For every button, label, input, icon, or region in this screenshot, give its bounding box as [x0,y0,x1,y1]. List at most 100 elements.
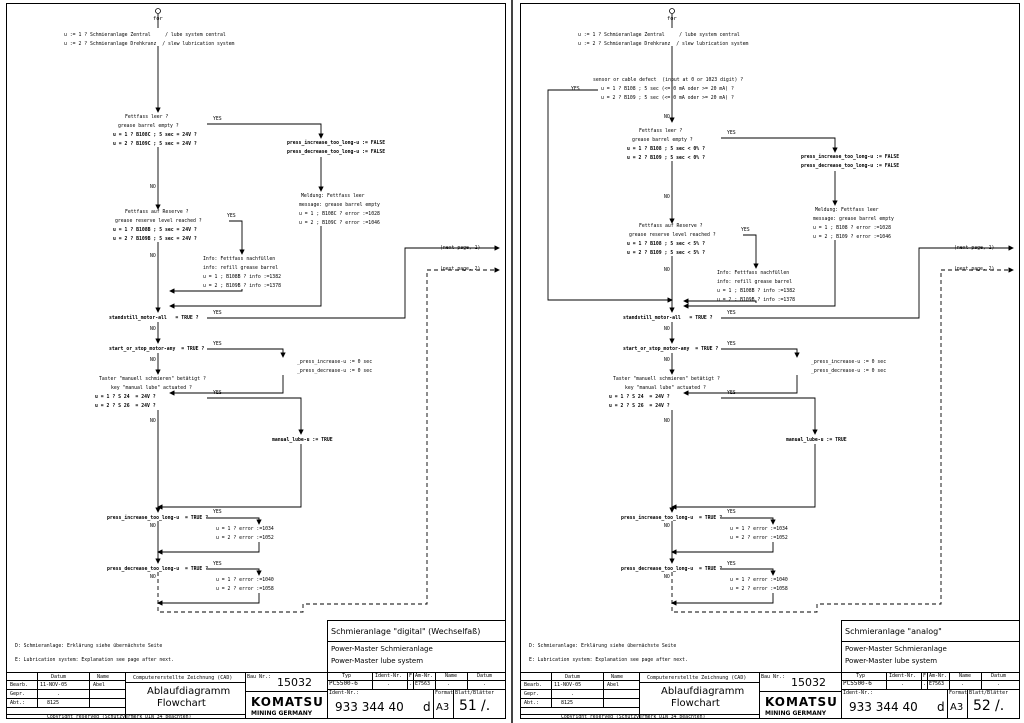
name-header: Name [97,674,110,680]
no-label: NO [664,419,670,424]
yes-label: YES [227,214,236,219]
meldung-return-line [683,240,836,309]
inc-error-1: u = 1 ? error :=1034 [730,527,788,532]
press-zero-2: _press_decrease-u := 0 sec [297,369,373,374]
drawing-title-en: Flowchart [671,698,720,709]
error-code-1: u = 1 ; B108 ? error :=1028 [813,226,891,231]
bau-label: Bau Nr.: [761,674,786,680]
reserve-condition-1: u = 1 ? B108 ; 5 sec < 5% ? [627,242,705,247]
no-label: NO [664,195,670,200]
bearb-name: Abel [93,682,106,688]
logo-text: KOMATSU [251,695,324,709]
grease-empty-question-en: grease barrel empty ? [118,124,179,129]
press-decrease-question: press_decrease_too_long-u = TRUE ? [621,567,723,572]
press-false-2: press_decrease_too_long-u := FALSE [287,150,386,155]
next-page-1-label: (next page, 1) [954,246,995,251]
start-label: for [667,16,677,22]
subtitle-en: Power-Master lube system [845,657,938,665]
loop-description-2: u := 2 ? Schmieranlage Drehkranz / slew … [64,42,235,47]
dec-error-2: u = 2 ? error :=1058 [216,587,274,592]
standstill-question: standstill_motor-all = TRUE ? [623,316,713,321]
next-page-2-line [157,267,500,613]
bau-number: 15032 [277,676,312,689]
datum-dot: . [483,681,487,687]
inc-return-line [671,542,774,555]
ident-number: 933 344 40 [849,700,918,714]
name-col-label: Name [445,673,458,679]
loop-description-2: u := 2 ? Schmieranlage Drehkranz / slew … [578,42,749,47]
amnr-value: E7563 [929,681,945,687]
note-de: D: Schmieranlage: Erklärung siehe übernä… [529,644,677,649]
flow-lines [155,8,500,613]
system-title: Schmieranlage "digital" (Wechselfaß) [331,627,481,636]
abt-value: 8125 [561,700,574,706]
standstill-yes-line [207,245,500,319]
datum-col-label: Datum [477,673,493,679]
bearb-name: Abel [607,682,620,688]
yes-label: YES [727,131,736,136]
format-value: A3 [950,702,964,713]
ident-number: 933 344 40 [335,700,404,714]
message-grease-empty-en: message: grease barrel empty [813,217,894,222]
drawing-title-en: Flowchart [157,698,206,709]
grease-empty-question-de: Fettfass leer ? [125,115,169,120]
no-label: NO [150,524,156,529]
no-label: NO [150,254,156,259]
ident-nr-label: Ident-Nr.: [843,690,874,696]
reserve-question-de: Fettfass auf Reserve ? [639,224,703,229]
sheet-number: 51 [459,698,477,714]
message-grease-empty-en: message: grease barrel empty [299,203,380,208]
format-label: Format [435,690,454,696]
drawing-title-de: Ablaufdiagramm [147,686,231,697]
note-de: D: Schmieranlage: Erklärung siehe übernä… [15,644,163,649]
no-label: NO [664,524,670,529]
komatsu-logo: KOMATSU MINING GERMANY [759,691,842,718]
loop-description-1: u := 1 ? Schmieranlage Zentral / lube sy… [578,33,740,38]
dec-error-1: u = 1 ? error :=1040 [216,578,274,583]
ident-nr-label: Ident-Nr.: [329,690,360,696]
dec-error-1: u = 1 ? error :=1040 [730,578,788,583]
yes-label: YES [213,391,222,396]
press-false-1: press_increase_too_long-u := FALSE [801,155,900,160]
no-label: NO [664,327,670,332]
sensor-defect-question: sensor or cable defect (input at 0 or 10… [593,78,744,83]
ident-label: Ident-Nr. [889,673,917,679]
datum-header: Datum [51,674,67,680]
manual-lube-question-en: key "manual lube" actuated ? [625,386,706,391]
manual-lube-question-en: key "manual lube" actuated ? [111,386,192,391]
yes-label: YES [213,311,222,316]
note-en: E: Lubrication system: Explanation see p… [529,658,688,663]
start-stop-question: start_or_stop_motor-any = TRUE ? [109,347,205,352]
no-label: NO [150,358,156,363]
next-page-1-label: (next page, 1) [440,246,481,251]
startstop-yes-line [207,348,286,358]
press-zero-2: _press_decrease-u := 0 sec [811,369,887,374]
message-grease-empty-de: Meldung: Fettfass leer [815,208,879,213]
bearb-date: 11-NOV-05 [554,682,582,688]
title-block: Datum Name Bearb. 11-NOV-05 Abel Gepr. .… [7,672,505,718]
ident-label: Ident-Nr. [375,673,403,679]
manual-return-line [157,444,302,510]
error-code-2: u = 2 ; B109 ? error :=1046 [813,235,891,240]
dec-error-2: u = 2 ? error :=1058 [730,587,788,592]
next-page-2-label: (next page, 2) [954,267,995,272]
press-increase-question: press_increase_too_long-u = TRUE ? [107,516,209,521]
sheet-number: 52 [973,698,991,714]
manual-lube-question-de: Taster "manuell schmieren" betätigt ? [613,377,720,382]
datum-header: Datum [565,674,581,680]
ident-dot: . [387,681,391,687]
format-value: A3 [436,702,450,713]
subtitle-de: Power-Master Schmieranlage [845,645,947,653]
next-page-2-line [671,267,1014,613]
gepr-date: . [57,691,61,697]
komatsu-logo: KOMATSU MINING GERMANY [245,691,328,718]
info-code-2: u = 2 ; B109B ? info :=1378 [203,284,281,289]
info-code-1: u = 1 ; B108B ? info :=1382 [717,289,795,294]
flow-lines [547,8,1014,613]
dec-yes-line [207,568,262,576]
dec-return-line [157,593,260,606]
press-zero-return-line [169,375,284,396]
f-dot: . [409,681,413,687]
info-return-line [683,298,757,304]
blatt-label: Blatt/Blätter [969,690,1009,696]
